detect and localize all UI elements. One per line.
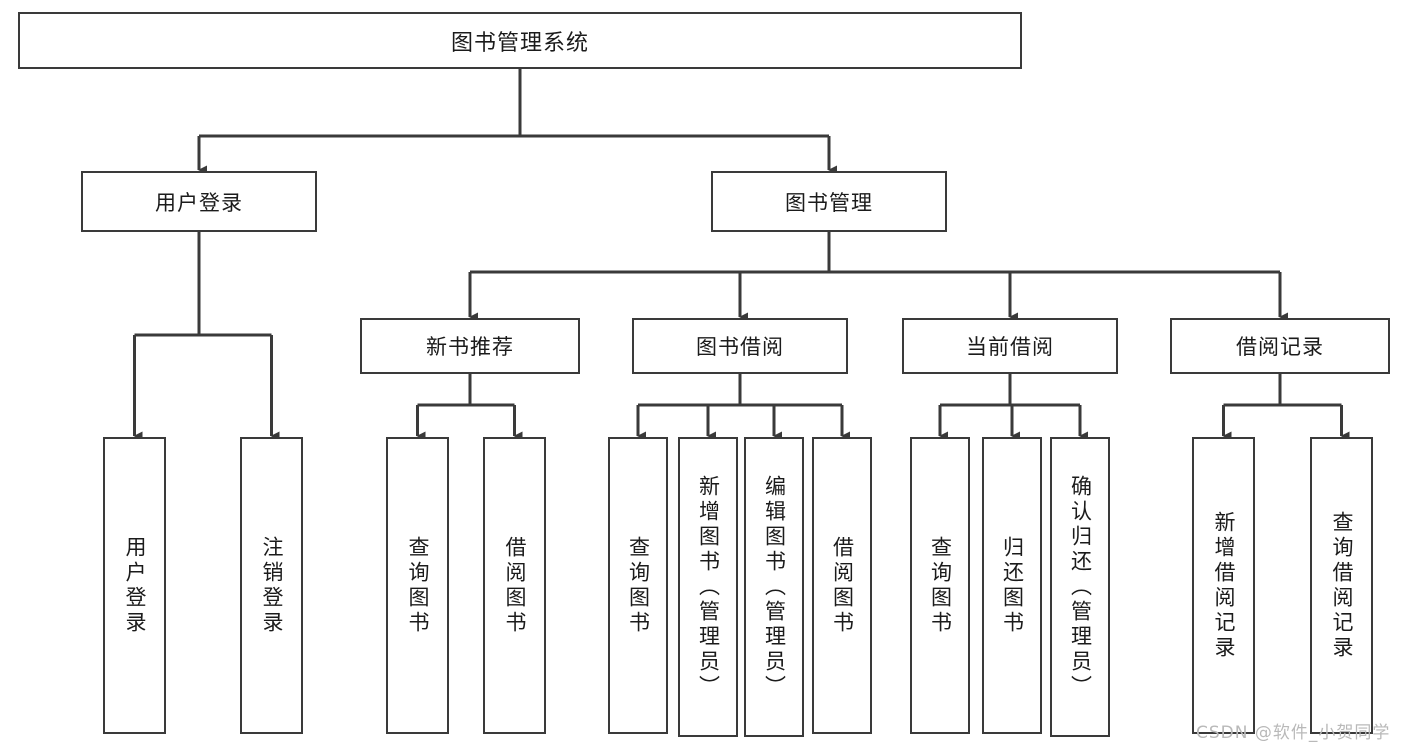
- branch-node-book-manage[interactable]: 图书管理: [711, 171, 947, 232]
- leaf-node-leaf-add-record[interactable]: 新增借阅记录: [1192, 437, 1255, 734]
- leaf-node-leaf-user-logout[interactable]: 注销登录: [240, 437, 303, 734]
- node-label: 归还图书: [1000, 535, 1025, 636]
- branch-node-borrow-record[interactable]: 借阅记录: [1170, 318, 1390, 374]
- node-label: 图书借阅: [696, 335, 784, 359]
- node-label: 查询图书: [928, 535, 953, 636]
- root-node-root[interactable]: 图书管理系统: [18, 12, 1022, 69]
- node-label: 注销登录: [260, 535, 284, 636]
- node-label: 当前借阅: [966, 335, 1054, 359]
- node-label: 用户登录: [123, 535, 147, 636]
- node-label: 新增图书（管理员）: [696, 474, 721, 700]
- leaf-node-leaf-return-book[interactable]: 归还图书: [982, 437, 1042, 734]
- branch-node-new-book-recommend[interactable]: 新书推荐: [360, 318, 580, 374]
- leaf-node-leaf-confirm-return[interactable]: 确认归还（管理员）: [1050, 437, 1110, 737]
- node-label: 编辑图书（管理员）: [762, 474, 787, 700]
- branch-node-book-borrow[interactable]: 图书借阅: [632, 318, 848, 374]
- node-label: 用户登录: [155, 190, 243, 215]
- leaf-node-leaf-borrow-book[interactable]: 借阅图书: [812, 437, 872, 734]
- node-label: 借阅图书: [830, 535, 855, 636]
- node-label: 新增借阅记录: [1212, 510, 1236, 661]
- node-label: 查询借阅记录: [1330, 510, 1354, 661]
- branch-node-current-borrow[interactable]: 当前借阅: [902, 318, 1118, 374]
- leaf-node-leaf-edit-book[interactable]: 编辑图书（管理员）: [744, 437, 804, 737]
- leaf-node-leaf-query-book-rec[interactable]: 查询图书: [386, 437, 449, 734]
- node-label: 借阅记录: [1236, 335, 1324, 359]
- leaf-node-leaf-borrow-book-rec[interactable]: 借阅图书: [483, 437, 546, 734]
- leaf-node-leaf-user-login[interactable]: 用户登录: [103, 437, 166, 734]
- branch-node-user-login[interactable]: 用户登录: [81, 171, 317, 232]
- leaf-node-leaf-query-book-borrow[interactable]: 查询图书: [608, 437, 668, 734]
- node-label: 新书推荐: [426, 335, 514, 359]
- node-label: 图书管理系统: [450, 30, 589, 56]
- node-label: 查询图书: [406, 535, 430, 636]
- node-label: 确认归还（管理员）: [1068, 474, 1093, 700]
- node-label: 图书管理: [785, 190, 873, 215]
- leaf-node-leaf-query-record[interactable]: 查询借阅记录: [1310, 437, 1373, 734]
- node-label: 查询图书: [626, 535, 651, 636]
- leaf-node-leaf-add-book[interactable]: 新增图书（管理员）: [678, 437, 738, 737]
- leaf-node-leaf-query-book-cur[interactable]: 查询图书: [910, 437, 970, 734]
- node-label: 借阅图书: [503, 535, 527, 636]
